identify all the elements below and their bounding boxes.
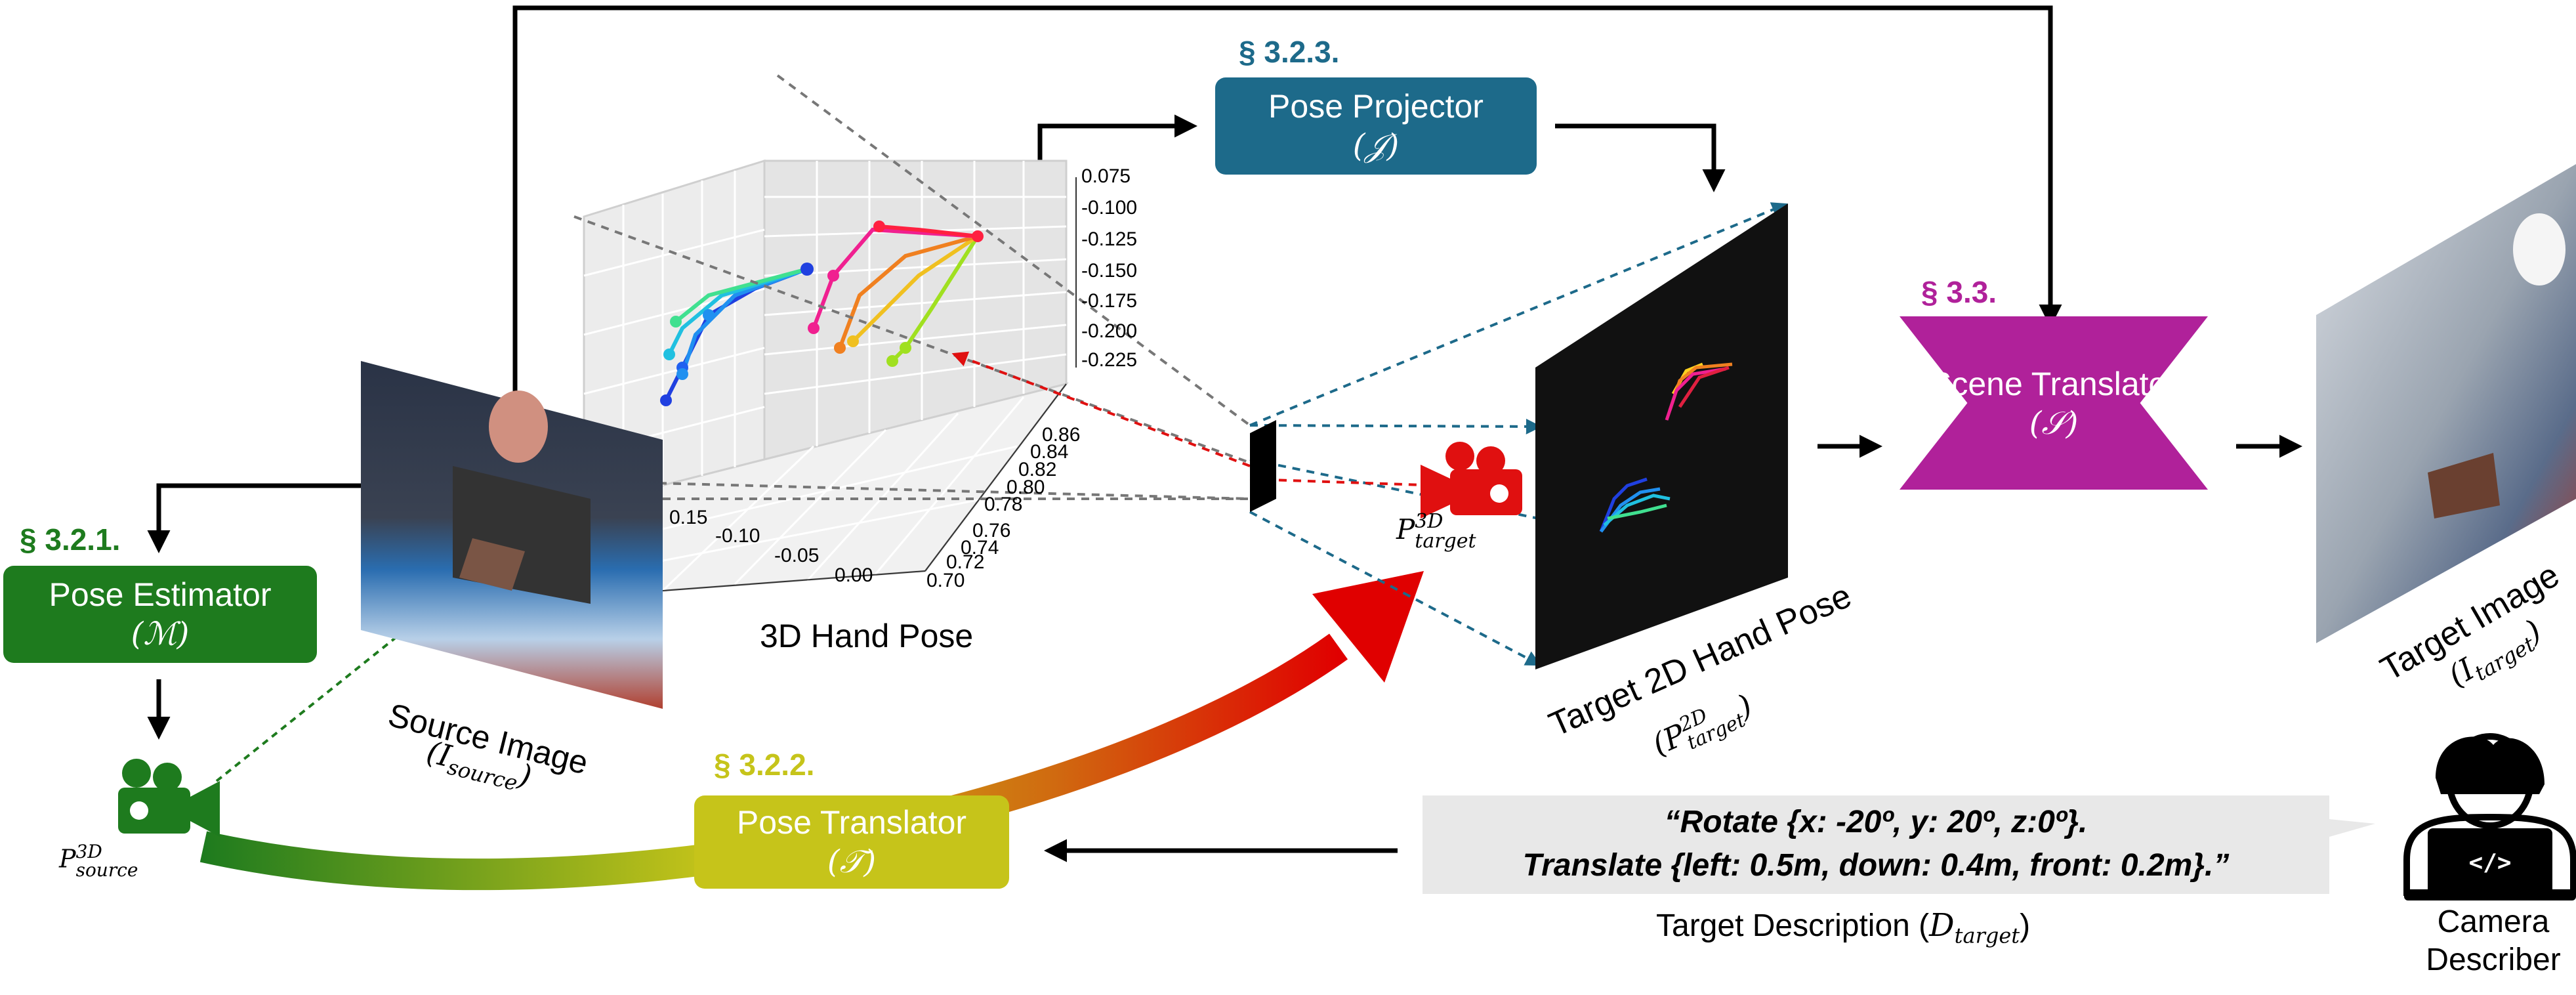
pose-projector-label: Pose Projector [1268, 88, 1484, 125]
hand-joints-3d [660, 221, 984, 406]
pose-projector-symbol: (𝒥) [1352, 127, 1400, 164]
projection-lines-grey [573, 74, 1251, 500]
target-camera-icon [1421, 442, 1522, 519]
pose-translation-arrowhead [1312, 571, 1424, 683]
projector-to-2d-arrow [1555, 123, 1726, 192]
plot3d [582, 159, 1077, 592]
section-pose-estimator: § 3.2.1. [20, 522, 121, 557]
target-image-photo [2316, 164, 2576, 643]
scene-translator-label: Scene Translator [1930, 366, 2178, 402]
pose-projector-box: Pose Projector (𝒥) [1215, 77, 1537, 175]
y-tick: 0.76 [972, 520, 1011, 541]
hand-skeleton-2d [1599, 362, 1733, 533]
pose-estimator-label: Pose Estimator [49, 576, 272, 613]
scene-translator-symbol: (𝒮) [2029, 405, 2079, 442]
hand-skeleton-3d [664, 224, 980, 402]
x-tick: -0.10 [715, 525, 760, 547]
x-tick: -0.05 [774, 545, 820, 566]
person-laptop-icon: </> [2403, 733, 2576, 900]
image-plane [1250, 420, 1276, 512]
y-tick: 0.86 [1042, 424, 1081, 446]
source-to-estimator-arrow [147, 483, 361, 553]
y-tick: 0.80 [1007, 476, 1045, 498]
description-bubble [1423, 795, 2375, 894]
y-tick: 0.84 [1030, 441, 1069, 463]
description-text: “Rotate {x: -20º, y: 20º, z:0º}. Transla… [1423, 801, 2329, 887]
y-tick: 0.70 [926, 570, 965, 591]
section-scene-translator: § 3.3. [1921, 275, 1997, 309]
target-2d-panel [1535, 203, 1788, 669]
scene-translator-box: Scene Translator (𝒮) [1900, 354, 2208, 453]
y-tick: 0.72 [946, 551, 985, 573]
y-tick: 0.82 [1018, 459, 1057, 480]
pose-translator-box: Pose Translator (𝒯) [694, 795, 1009, 889]
projection-lines-red [951, 351, 1444, 487]
z-tick: -0.225 [1081, 349, 1138, 371]
pose-translator-label: Pose Translator [736, 804, 967, 841]
source-camera-icon [118, 759, 220, 837]
pose-estimator-symbol: (ℳ) [131, 616, 190, 652]
camera-describer-label: Camera Describer [2426, 904, 2561, 977]
target-description-label: Target Description (Dtarget) [1656, 907, 2031, 948]
pose-estimator-box: Pose Estimator (ℳ) [3, 566, 317, 663]
target-description-text: Target Description ( [1656, 908, 1930, 943]
source-image-photo [361, 361, 663, 709]
y-tick: 0.78 [984, 494, 1023, 515]
x-tick: 0.15 [669, 507, 708, 528]
top-feedback-arrow [512, 5, 2062, 392]
z-tick: -0.125 [1081, 228, 1138, 250]
z-tick: 0.075 [1081, 165, 1131, 187]
z-tick: -0.100 [1081, 197, 1138, 219]
x-tick: 0.00 [835, 564, 873, 586]
pose-translator-symbol: (𝒯) [827, 843, 877, 880]
hand-pose-3d-label: 3D Hand Pose [760, 618, 974, 654]
section-pose-translator: § 3.2.2. [714, 748, 815, 782]
z-tick: -0.150 [1081, 260, 1138, 282]
y-tick: 0.74 [961, 537, 999, 559]
z-tick: -0.175 [1081, 290, 1138, 312]
section-pose-projector: § 3.2.3. [1239, 35, 1340, 69]
description-line-2: Translate {left: 0.5m, down: 0.4m, front… [1522, 848, 2230, 883]
description-line-1: “Rotate {x: -20º, y: 20º, z:0º}. [1664, 805, 2088, 839]
svg-text:</>: </> [2468, 849, 2511, 876]
z-tick: -0.200 [1081, 320, 1138, 342]
